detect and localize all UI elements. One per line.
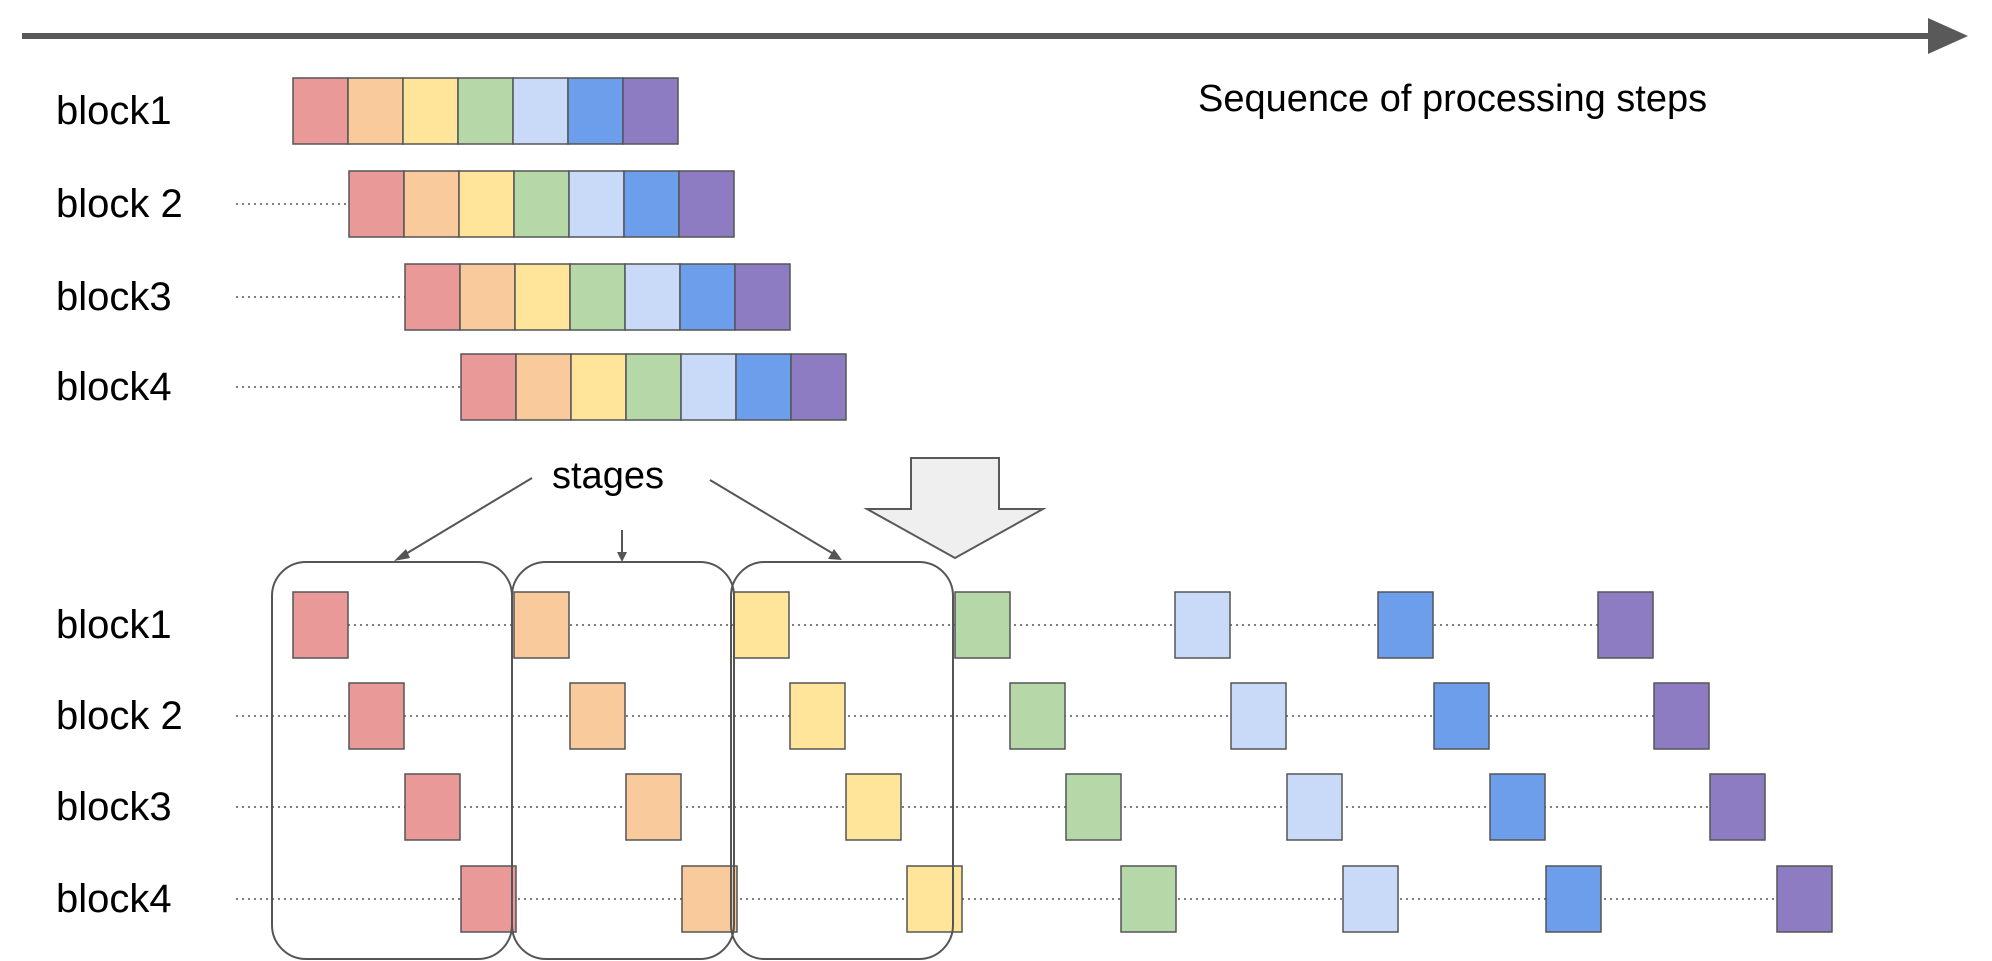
stage-cell: [569, 682, 626, 750]
stage-cell: [348, 682, 405, 750]
stage-cell: [1433, 682, 1490, 750]
stage-cell: [1009, 682, 1066, 750]
stage-cell: [460, 865, 517, 933]
stage-box: [730, 561, 954, 960]
sequence-heading: Sequence of processing steps: [1198, 78, 1707, 120]
stage-cell: [567, 77, 624, 145]
stage-cell: [622, 77, 679, 145]
stage-cell: [735, 353, 792, 421]
stage-cell: [292, 77, 349, 145]
stage-cell: [1776, 865, 1833, 933]
stage-cell: [568, 170, 625, 238]
stage-cell: [347, 77, 404, 145]
sequential-blocks: block1 block 2 block3 block4: [56, 77, 847, 421]
stage-cell: [515, 353, 572, 421]
stage-cell: [733, 591, 790, 659]
stage-cell: [678, 170, 735, 238]
stage-cell: [569, 263, 626, 331]
stage-cell: [514, 263, 571, 331]
stage-cell: [1286, 773, 1343, 841]
stage-cell: [1709, 773, 1766, 841]
stage-cell: [679, 263, 736, 331]
stage-cell: [789, 682, 846, 750]
block-label: block 2: [56, 182, 183, 226]
stage-cell: [680, 353, 737, 421]
stage-cell: [403, 170, 460, 238]
stage-cell: [1342, 865, 1399, 933]
stage-cell: [1230, 682, 1287, 750]
stage-cell: [458, 170, 515, 238]
stages-label: stages: [552, 455, 664, 497]
block-label: block 2: [56, 694, 183, 738]
stage-cell: [513, 170, 570, 238]
block-label: block1: [56, 89, 172, 133]
stage-cell: [457, 77, 514, 145]
stage-cell: [845, 773, 902, 841]
stages-callout: stages: [394, 455, 842, 562]
stage-cell: [624, 263, 681, 331]
stage-cell: [625, 353, 682, 421]
block-label: block3: [56, 275, 172, 319]
stage-cell: [1545, 865, 1602, 933]
stage-boxes: [271, 561, 954, 960]
stage-cell: [1377, 591, 1434, 659]
stage-cell: [512, 77, 569, 145]
stage-cell: [404, 773, 461, 841]
stage-cell: [1653, 682, 1710, 750]
block-label: block1: [56, 603, 172, 647]
timeline-arrow-icon: [22, 18, 1968, 54]
block-label: block4: [56, 877, 172, 921]
stage-cell: [1597, 591, 1654, 659]
stage-cell: [954, 591, 1011, 659]
stage-cell: [404, 263, 461, 331]
stage-cell: [790, 353, 847, 421]
stage-cell: [1120, 865, 1177, 933]
stage-cell: [1065, 773, 1122, 841]
stage-box: [511, 561, 735, 960]
stage-cell: [292, 591, 349, 659]
stage-cell: [623, 170, 680, 238]
stage-cell: [402, 77, 459, 145]
stage-cell: [459, 263, 516, 331]
pipelined-blocks: block1 block 2 block3 block4: [56, 591, 1833, 933]
stage-cell: [1489, 773, 1546, 841]
stage-cell: [570, 353, 627, 421]
stage-cell: [513, 591, 570, 659]
stage-cell: [348, 170, 405, 238]
block-label: block3: [56, 785, 172, 829]
block-label: block4: [56, 365, 172, 409]
stage-cell: [1174, 591, 1231, 659]
stage-cell: [625, 773, 682, 841]
stage-cell: [460, 353, 517, 421]
big-down-arrow-icon: [863, 457, 1047, 560]
stage-cell: [734, 263, 791, 331]
stage-cell: [681, 865, 738, 933]
